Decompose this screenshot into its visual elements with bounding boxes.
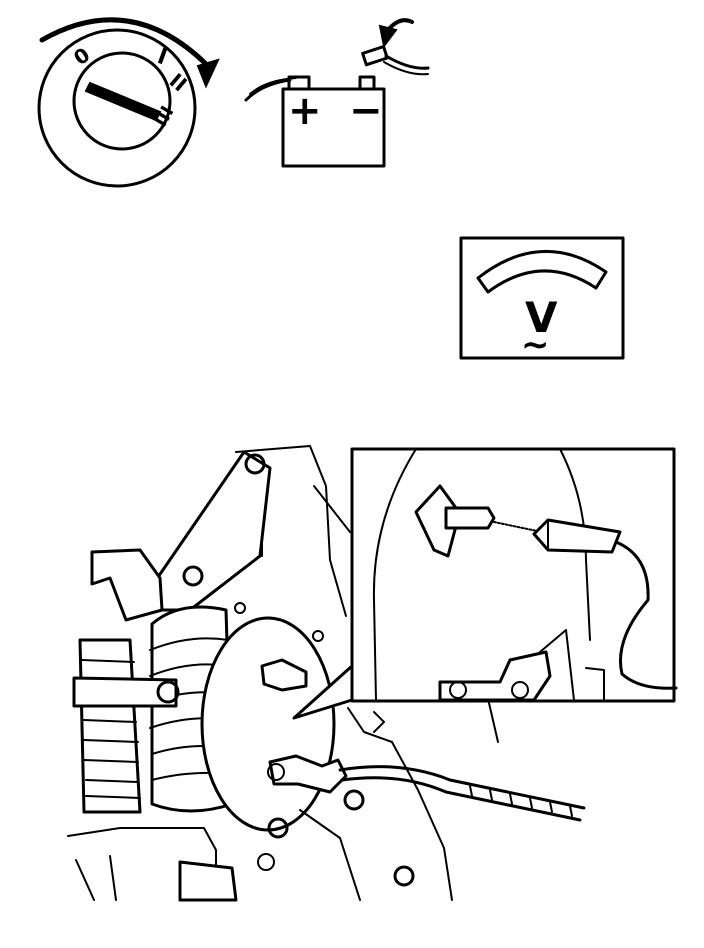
rotation-arrow-head-icon — [196, 58, 220, 89]
battery: + − — [244, 18, 430, 168]
alternator-rear-cover — [200, 616, 336, 832]
voltmeter: V ∼ — [459, 236, 625, 365]
bracket-bolt — [244, 453, 266, 475]
voltmeter-frame — [459, 236, 625, 360]
output-terminal — [268, 754, 348, 794]
voltmeter-ac-symbol: ∼ — [521, 325, 550, 365]
disconnect-arrow-head-icon — [378, 24, 398, 49]
engine-bolt — [343, 789, 365, 811]
battery-body — [281, 87, 386, 168]
position-label-i: I — [154, 44, 170, 70]
bracket-bolt — [182, 565, 204, 587]
ignition-lock-cylinder — [72, 51, 172, 151]
ignition-switch-bezel — [37, 28, 197, 188]
terminal-blade — [444, 506, 496, 530]
key-slot — [84, 81, 162, 122]
engine-block-outline — [235, 445, 347, 617]
alternator-assembly — [67, 445, 586, 902]
engine-bolt — [393, 865, 415, 887]
negative-cable — [384, 54, 430, 70]
connector-plug — [532, 518, 622, 554]
lower-bolt — [267, 817, 289, 839]
positive-cable — [244, 78, 292, 102]
ignition-switch: 0 I II III — [37, 17, 220, 188]
battery-negative-post — [358, 75, 376, 91]
belt-pulley — [78, 638, 142, 814]
adjusting-bolt — [156, 680, 180, 704]
connector-lead — [614, 540, 678, 690]
mount-arm — [90, 548, 164, 622]
adjusting-bar — [72, 676, 178, 708]
rotation-arrow-icon — [39, 17, 209, 67]
position-label-iii: III — [150, 103, 178, 131]
voltmeter-scale-arc — [476, 249, 608, 294]
voltmeter-unit-symbol: V — [525, 293, 558, 342]
wiring-harness — [338, 765, 586, 810]
positive-terminal-label: + — [288, 88, 322, 134]
starter-motor — [178, 860, 238, 902]
terminal-stud — [260, 658, 308, 692]
battery-positive-post — [287, 75, 311, 91]
negative-cable-clamp — [361, 45, 389, 67]
detail-inset — [350, 447, 678, 703]
negative-terminal-label: − — [349, 88, 383, 134]
mounting-bracket — [154, 450, 272, 612]
